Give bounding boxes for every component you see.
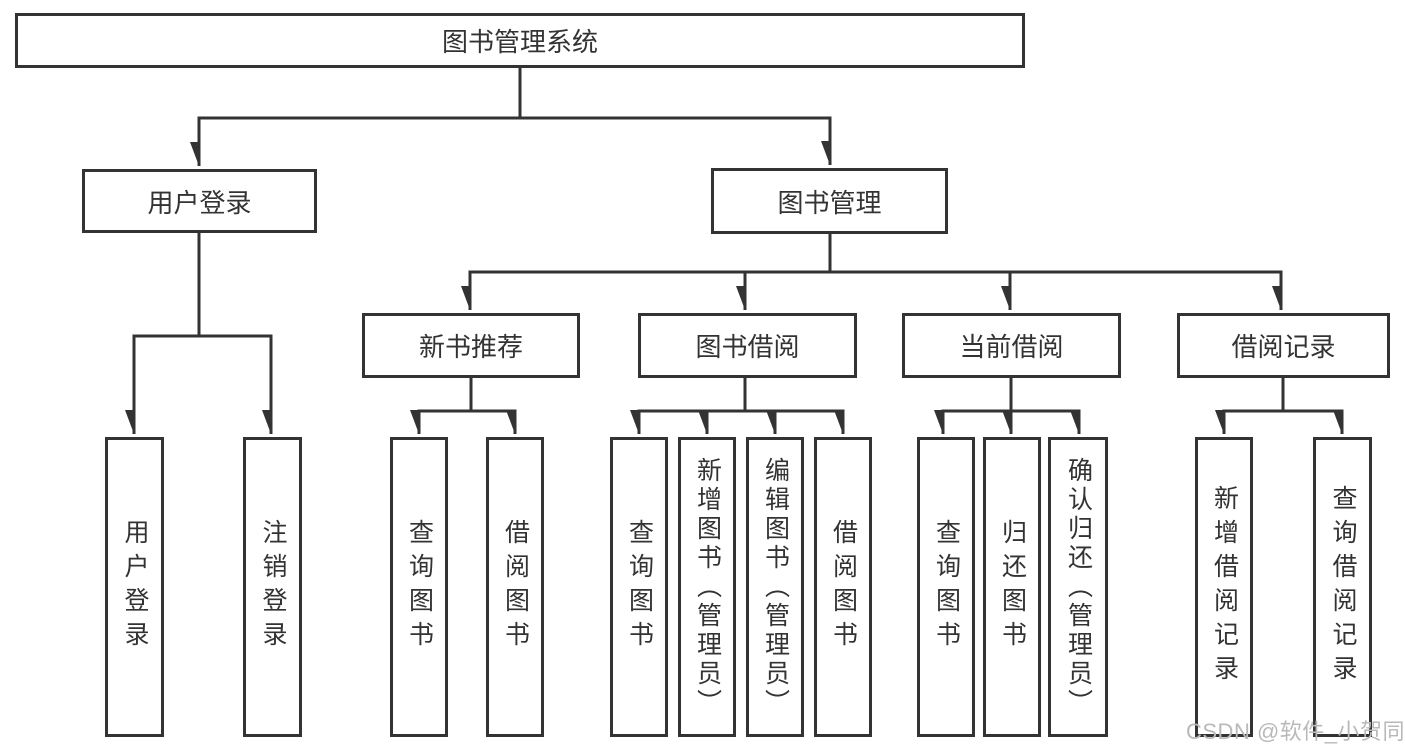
- leaf-add-borrow-record: 新增借阅记录: [1195, 437, 1253, 737]
- node-borrowing-records: 借阅记录: [1177, 313, 1390, 378]
- leaf-query-books-recommend: 查询图书: [390, 437, 448, 737]
- leaf-borrow-books: 借阅图书: [814, 437, 872, 737]
- node-user-login: 用户登录: [82, 169, 317, 233]
- leaf-query-borrow-record: 查询借阅记录: [1313, 437, 1372, 737]
- leaf-edit-books-admin: 编辑图书（管理员）: [746, 437, 804, 737]
- leaf-return-books: 归还图书: [983, 437, 1041, 737]
- leaf-logout: 注销登录: [243, 437, 302, 737]
- node-book-borrowing: 图书借阅: [638, 313, 857, 378]
- csdn-watermark: CSDN @软件_小贺同学: [1186, 719, 1405, 744]
- leaf-confirm-return-admin: 确认归还（管理员）: [1048, 437, 1108, 737]
- leaf-query-books-current: 查询图书: [917, 437, 975, 737]
- leaf-query-books-borrowing: 查询图书: [610, 437, 668, 737]
- node-library-management-system: 图书管理系统: [15, 13, 1025, 68]
- node-current-borrowing: 当前借阅: [902, 313, 1121, 378]
- leaf-user-login: 用户登录: [105, 437, 164, 737]
- leaf-borrow-books-recommend: 借阅图书: [486, 437, 544, 737]
- node-new-book-recommend: 新书推荐: [362, 313, 580, 378]
- leaf-add-books-admin: 新增图书（管理员）: [678, 437, 736, 737]
- node-book-management: 图书管理: [711, 168, 948, 234]
